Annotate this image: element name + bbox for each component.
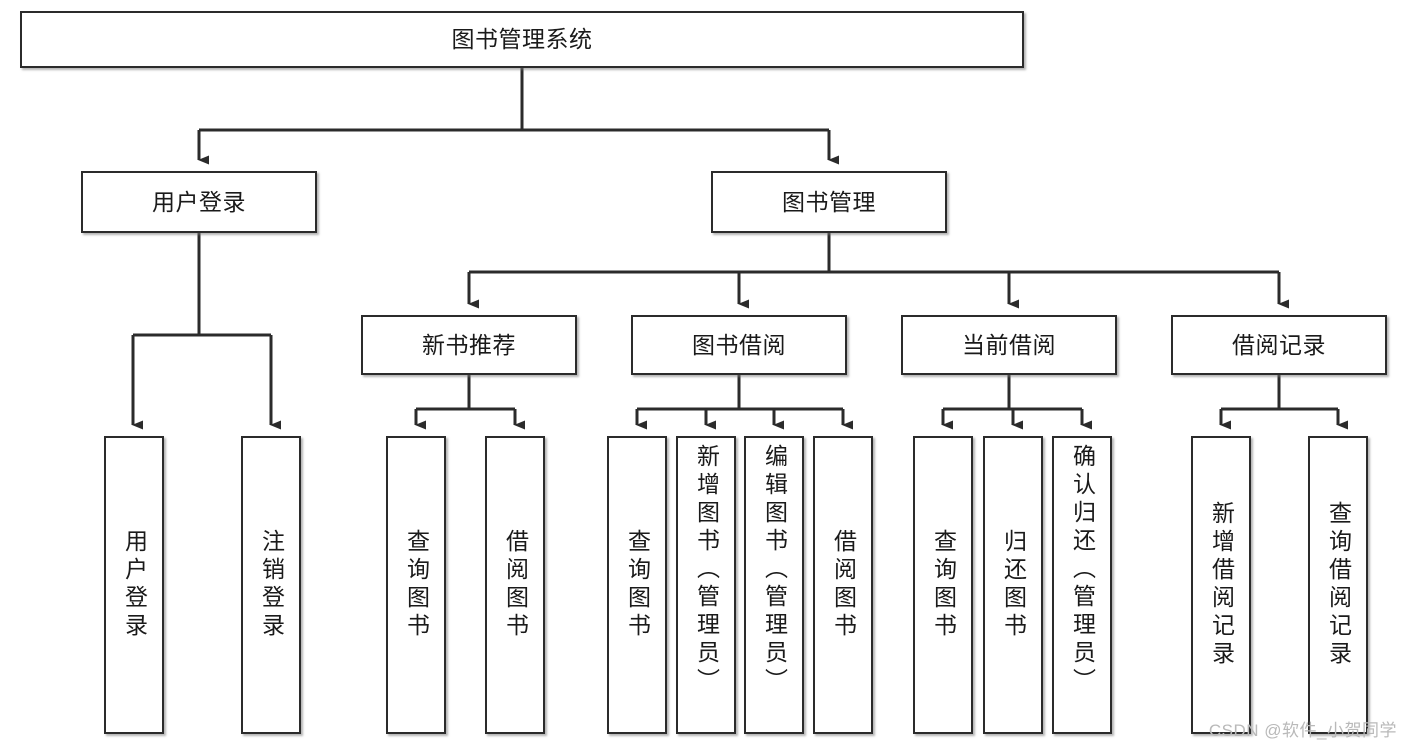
node-leaf-user-logout-label: 注销登录	[258, 529, 285, 641]
node-borrow-record[interactable]: 借阅记录	[1171, 315, 1387, 375]
node-user-login-label: 用户登录	[152, 188, 246, 215]
node-book-borrow[interactable]: 图书借阅	[631, 315, 847, 375]
node-leaf-query-borrow-record-label: 查询借阅记录	[1325, 501, 1352, 669]
node-new-book-recommend-label: 新书推荐	[422, 331, 516, 358]
node-leaf-user-logout[interactable]: 注销登录	[241, 436, 301, 734]
node-leaf-confirm-return-admin-label: 确认归还（管理员）	[1069, 444, 1096, 696]
node-leaf-query-book-2-label: 查询图书	[624, 529, 651, 641]
node-new-book-recommend[interactable]: 新书推荐	[361, 315, 577, 375]
node-leaf-edit-book-admin-label: 编辑图书（管理员）	[761, 444, 788, 696]
node-book-borrow-label: 图书借阅	[692, 331, 786, 358]
node-leaf-borrow-book-1[interactable]: 借阅图书	[485, 436, 545, 734]
node-leaf-return-book[interactable]: 归还图书	[983, 436, 1043, 734]
node-leaf-borrow-book-2-label: 借阅图书	[830, 529, 857, 641]
node-leaf-user-login[interactable]: 用户登录	[104, 436, 164, 734]
node-root-label: 图书管理系统	[451, 26, 593, 53]
node-book-manage[interactable]: 图书管理	[711, 171, 947, 233]
node-leaf-query-book-3-label: 查询图书	[930, 529, 957, 641]
node-leaf-add-book-admin[interactable]: 新增图书（管理员）	[676, 436, 736, 734]
node-borrow-record-label: 借阅记录	[1232, 331, 1326, 358]
node-leaf-query-borrow-record[interactable]: 查询借阅记录	[1308, 436, 1368, 734]
node-leaf-return-book-label: 归还图书	[1000, 529, 1027, 641]
node-leaf-user-login-label: 用户登录	[121, 529, 148, 641]
node-leaf-borrow-book-1-label: 借阅图书	[502, 529, 529, 641]
node-leaf-query-book-3[interactable]: 查询图书	[913, 436, 973, 734]
node-leaf-borrow-book-2[interactable]: 借阅图书	[813, 436, 873, 734]
node-current-borrow-label: 当前借阅	[962, 331, 1056, 358]
node-leaf-query-book-1[interactable]: 查询图书	[386, 436, 446, 734]
node-leaf-query-book-2[interactable]: 查询图书	[607, 436, 667, 734]
node-leaf-add-book-admin-label: 新增图书（管理员）	[693, 444, 720, 696]
node-leaf-confirm-return-admin[interactable]: 确认归还（管理员）	[1052, 436, 1112, 734]
node-leaf-query-book-1-label: 查询图书	[403, 529, 430, 641]
node-root[interactable]: 图书管理系统	[20, 11, 1024, 68]
node-leaf-edit-book-admin[interactable]: 编辑图书（管理员）	[744, 436, 804, 734]
node-current-borrow[interactable]: 当前借阅	[901, 315, 1117, 375]
node-leaf-add-borrow-record[interactable]: 新增借阅记录	[1191, 436, 1251, 734]
node-book-manage-label: 图书管理	[782, 188, 876, 215]
node-leaf-add-borrow-record-label: 新增借阅记录	[1208, 501, 1235, 669]
node-user-login[interactable]: 用户登录	[81, 171, 317, 233]
